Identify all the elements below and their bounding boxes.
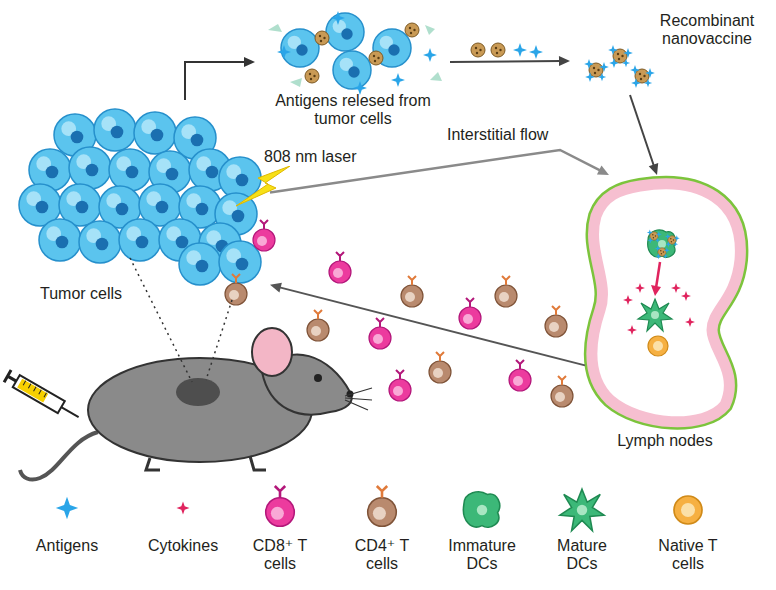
legend-text: CD8⁺ T cells	[239, 537, 321, 574]
connector-line	[185, 62, 246, 100]
connector-line	[279, 287, 585, 365]
released-antigens	[268, 11, 442, 95]
diagram-node: Lymph nodes	[585, 175, 745, 455]
legend-text: Cytokines	[137, 537, 229, 555]
diagram-node: Tumor cells	[20, 100, 270, 305]
flow-arrow	[630, 95, 658, 175]
flow-arrow	[450, 56, 570, 66]
legend-text: CD4⁺ T cells	[341, 537, 423, 574]
laser-bolt	[236, 166, 290, 206]
connector-line	[450, 60, 561, 63]
node-label: Lymph nodes	[595, 432, 735, 450]
connector-line	[630, 95, 654, 167]
legend-text: Antigens	[21, 537, 113, 555]
flow-arrow	[270, 283, 585, 366]
flow-arrow	[185, 57, 255, 100]
transport-particles	[471, 43, 543, 59]
nanovaccine-particles	[584, 45, 655, 88]
legend-icons	[56, 486, 702, 531]
mouse	[20, 258, 372, 480]
lymph-node-drawing	[592, 184, 741, 422]
legend-text: Native T cells	[647, 537, 729, 574]
node-label: Recombinant nanovaccine	[648, 12, 766, 49]
legend-text: Mature DCs	[541, 537, 623, 574]
diagram-node: Recombinant nanovaccine	[570, 10, 770, 95]
node-label: Tumor cells	[40, 285, 170, 303]
laser-label: 808 nm laser	[262, 148, 359, 166]
tumor-cluster	[19, 109, 261, 285]
diagram-node: Antigens relesed from tumor cells	[255, 10, 450, 140]
syringe	[4, 370, 82, 423]
edge-label: Interstitial flow	[445, 126, 550, 144]
legend-text: Immature DCs	[441, 537, 523, 574]
node-label: Antigens relesed from tumor cells	[273, 92, 433, 129]
